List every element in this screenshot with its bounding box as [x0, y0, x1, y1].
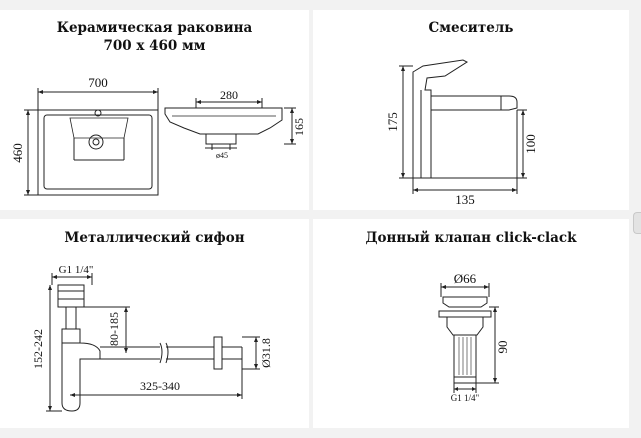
sink-width-label: 700	[88, 75, 108, 90]
valve-cap	[442, 296, 488, 308]
valve-body	[446, 316, 484, 336]
mixer-drawing: 175 100 135	[385, 59, 538, 207]
siphon-vertical-label: 152-242	[31, 329, 45, 369]
valve-drawing: Ø66 90 G1 1/4"	[438, 271, 510, 403]
mixer-reach-label: 135	[455, 192, 475, 207]
valve-length-label: 90	[495, 341, 510, 354]
sink-height-label: 460	[10, 143, 25, 163]
siphon-diameter-label: Ø31.8	[259, 338, 273, 368]
siphon-thread-label: G1 1/4"	[59, 264, 94, 276]
mixer-spout	[431, 95, 518, 111]
valve-flange	[438, 310, 492, 318]
siphon-bottle	[61, 328, 101, 412]
mixer-spout-height-label: 100	[523, 134, 538, 154]
sink-title-line1: Керамическая раковина	[56, 20, 253, 36]
sink-drain-label: ø45	[216, 151, 228, 160]
sink-side-profile	[164, 107, 283, 135]
sink-drain-circle	[88, 134, 104, 150]
siphon-inner-label: 80-185	[107, 312, 121, 346]
mixer-panel: Смеситель 175 1	[313, 10, 629, 210]
valve-title: Донный клапан click-clack	[365, 230, 577, 246]
siphon-drawing: G1 1/4" 152-242 80-185 325-340 Ø31.8	[31, 264, 273, 412]
mixer-title: Смеситель	[428, 20, 514, 36]
valve-thread-label: G1 1/4"	[451, 393, 480, 403]
valve-cap-label: Ø66	[454, 271, 477, 286]
siphon-panel: Металлический сифон	[0, 219, 309, 428]
valve-tail	[453, 334, 477, 384]
sink-side-width-label: 280	[220, 88, 238, 102]
siphon-title: Металлический сифон	[64, 230, 245, 246]
valve-panel: Донный клапан click-clack	[313, 219, 629, 428]
mixer-height-label: 175	[385, 112, 400, 132]
siphon-top-nut	[57, 284, 85, 308]
siphon-wall-flange	[213, 336, 223, 370]
sink-title-line2: 700 х 460 мм	[103, 38, 206, 54]
siphon-horizontal-label: 325-340	[140, 379, 180, 393]
sink-drawing: 700 460 280 165 ø45	[10, 75, 306, 196]
sink-top-outline	[37, 109, 159, 196]
sink-panel: Керамическая раковина 700 х 460 мм	[0, 10, 309, 210]
sink-side-height-label: 165	[292, 118, 306, 136]
side-scroll-tab[interactable]	[633, 212, 641, 234]
